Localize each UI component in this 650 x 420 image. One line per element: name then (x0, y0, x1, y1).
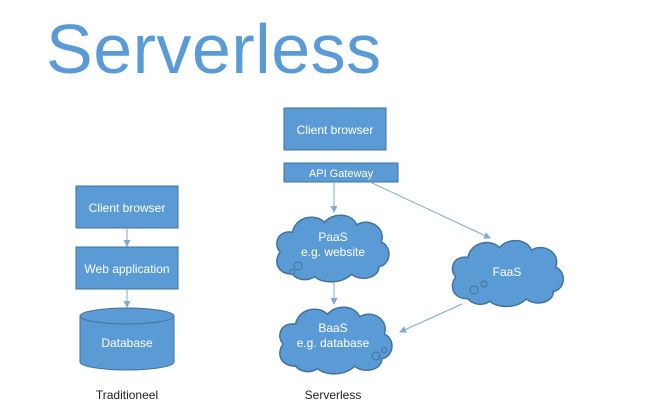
baas-label-2: e.g. database (297, 336, 370, 350)
trad-database-label: Database (101, 336, 153, 350)
trad-web-app-label: Web application (84, 262, 169, 276)
trad-database-cylinder (79, 307, 175, 371)
paas-label-2: e.g. website (301, 245, 365, 259)
faas-cloud-tail (469, 280, 488, 295)
page-title: Serverless (46, 10, 382, 88)
serverless-caption: Serverless (305, 388, 362, 402)
trad-client-browser-label: Client browser (89, 201, 166, 215)
faas-label: FaaS (493, 265, 522, 279)
baas-cloud-tail (371, 347, 387, 361)
sl-client-browser-box (283, 107, 387, 151)
paas-cloud-tail (289, 261, 303, 275)
sl-arrow-gateway-faas (369, 181, 491, 239)
paas-label-1: PaaS (318, 230, 347, 244)
sl-arrow-faas-baas (399, 303, 463, 333)
sl-api-gateway-label: API Gateway (309, 168, 374, 180)
trad-client-browser-box (75, 185, 179, 229)
sl-api-gateway-box (283, 162, 399, 183)
traditional-caption: Traditioneel (96, 388, 158, 402)
baas-label-1: BaaS (318, 321, 347, 335)
sl-client-browser-label: Client browser (297, 123, 374, 137)
